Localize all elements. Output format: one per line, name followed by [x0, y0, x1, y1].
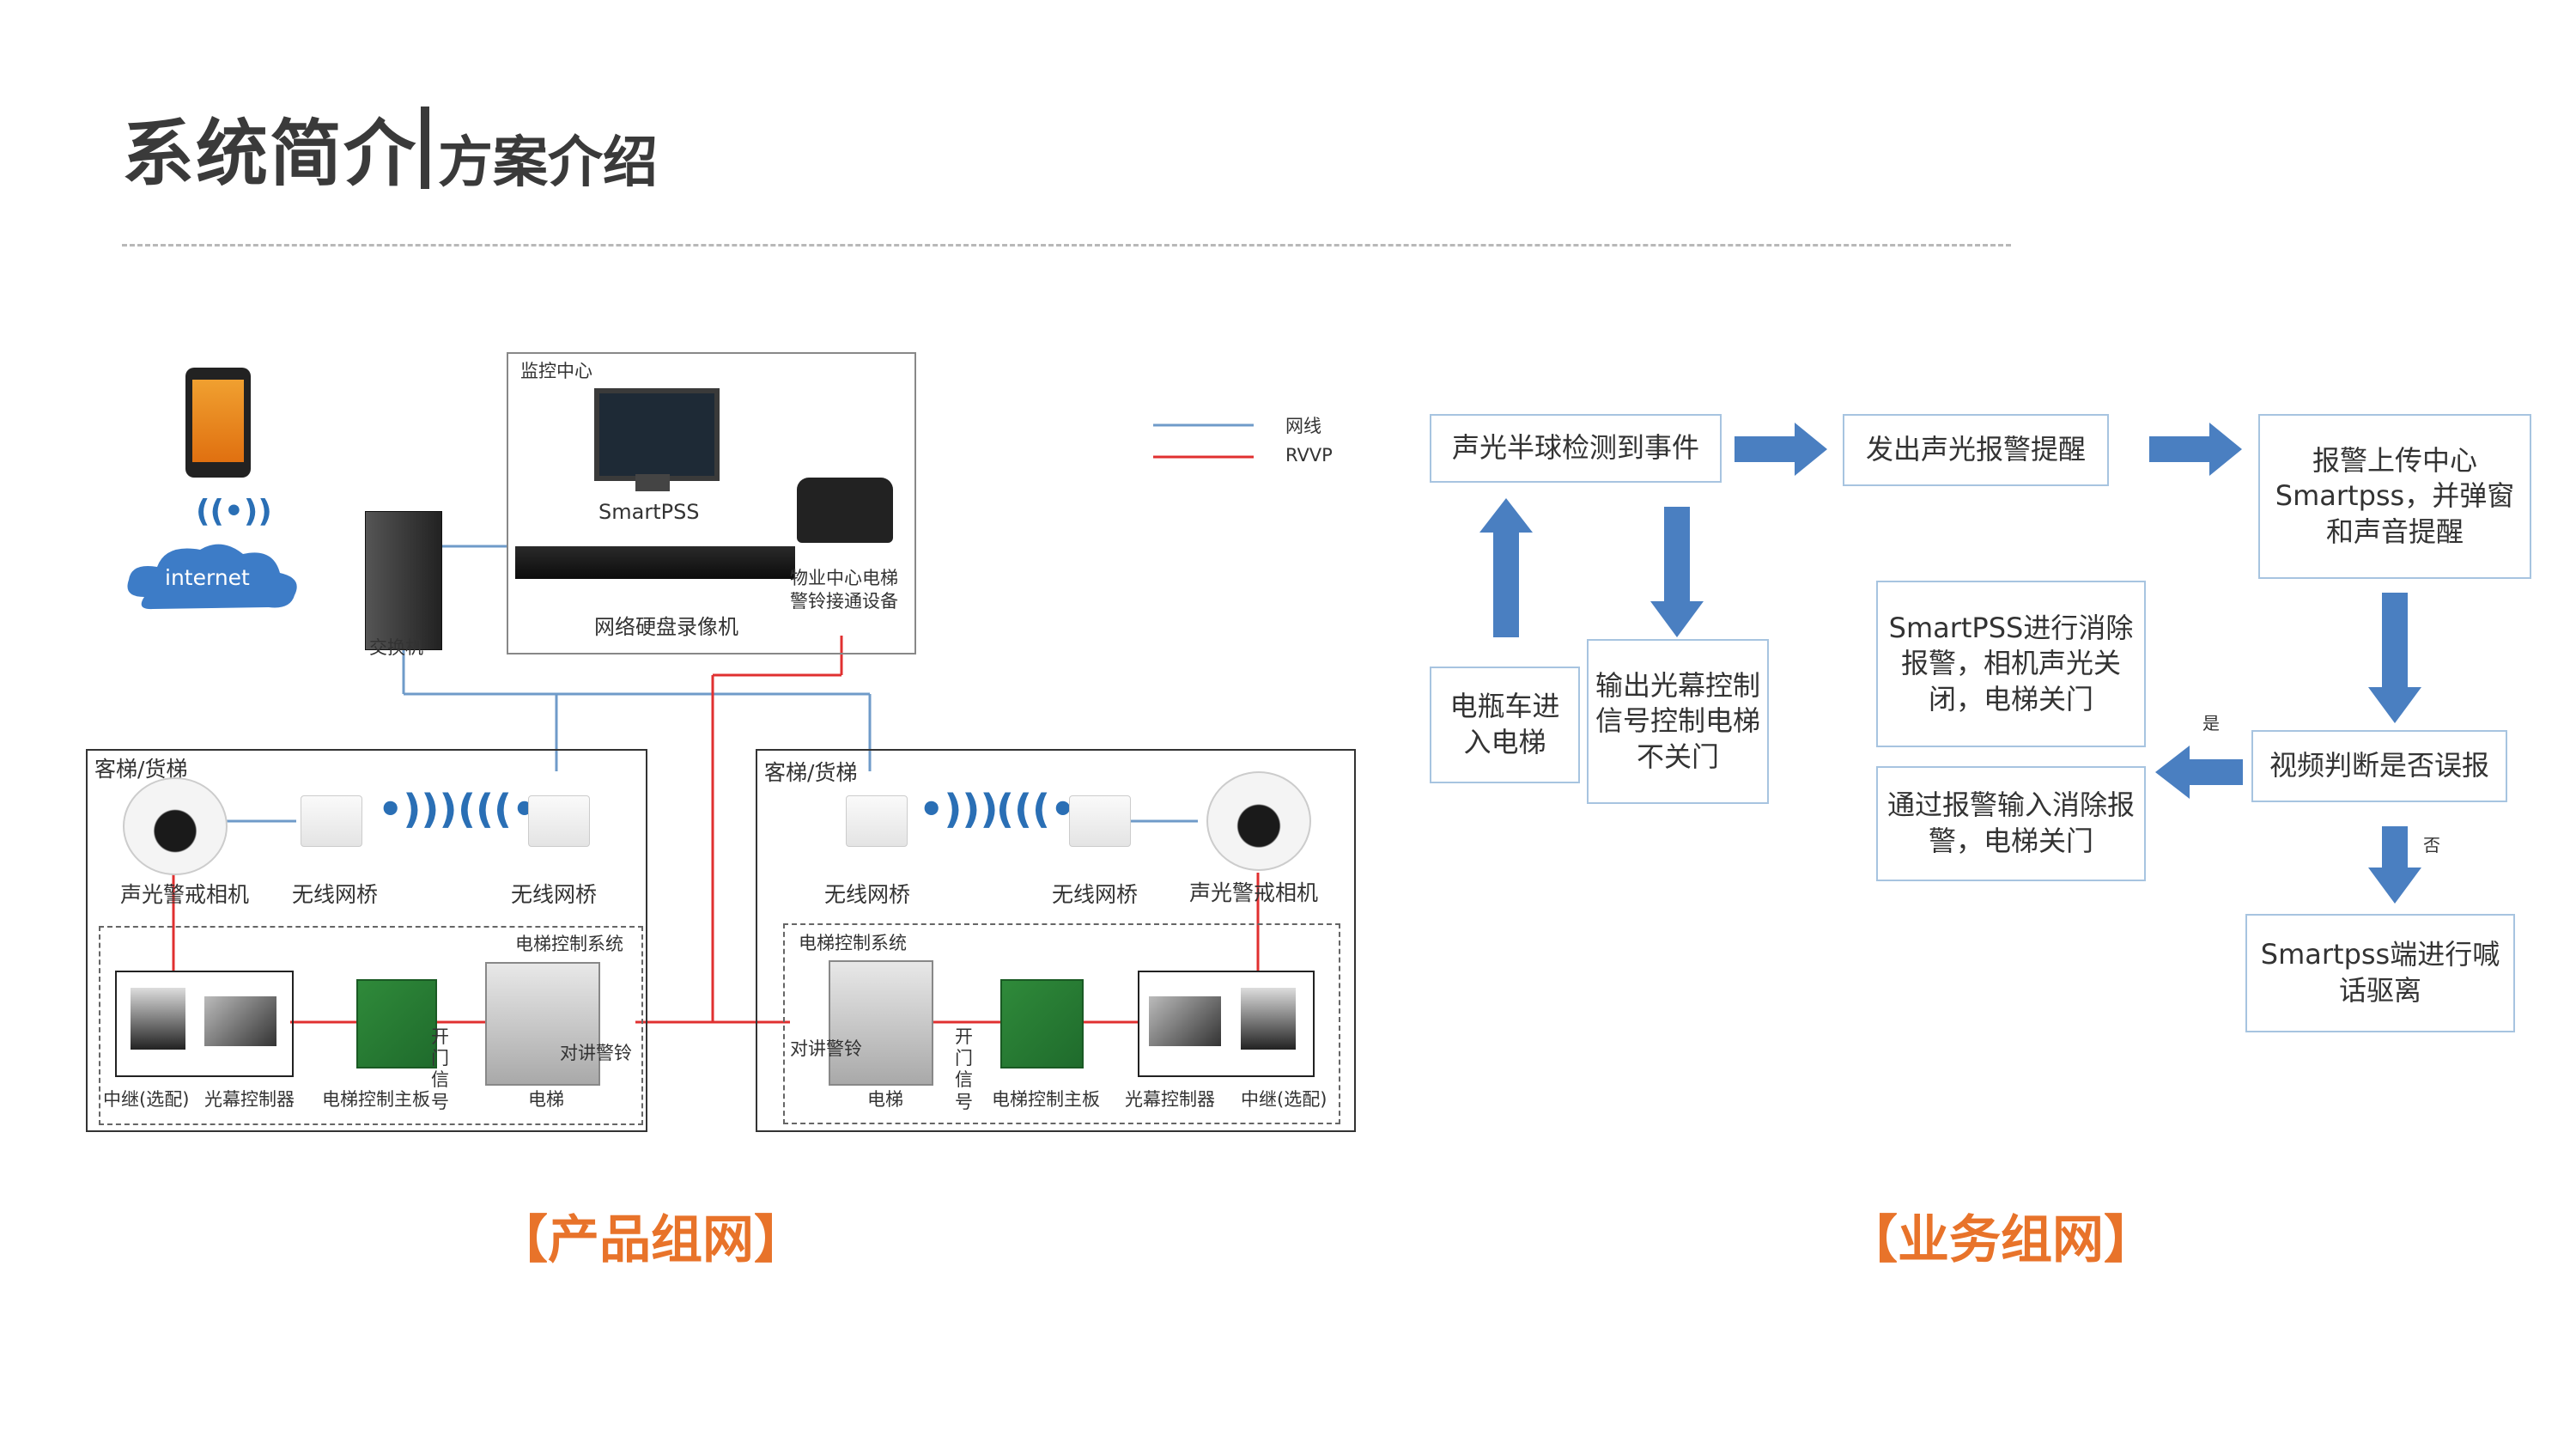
flow-detect-box: 声光半球检测到事件: [1430, 414, 1722, 483]
smartpss-label: SmartPSS: [598, 500, 700, 524]
right-board-label: 电梯控制主板: [992, 1089, 1100, 1110]
left-relay-icon: [131, 988, 185, 1050]
right-bridge2-label: 无线网桥: [1052, 882, 1139, 907]
right-light-curtain-icon: [1149, 996, 1221, 1046]
left-elevator-label: 电梯: [528, 1089, 564, 1110]
telephone-icon: [797, 478, 893, 543]
left-bridge1-icon: [301, 795, 362, 847]
right-elevator-label: 电梯: [867, 1089, 903, 1110]
right-relay-group: [1138, 971, 1315, 1077]
left-light-curtain-icon: [204, 996, 276, 1046]
wifi-icon: ((•)): [196, 494, 272, 529]
flow-shout-box: Smartpss端进行喊话驱离: [2245, 914, 2515, 1032]
right-bridge1-text: 无线网桥: [824, 882, 911, 907]
phone-label: 物业中心电梯警铃接通设备: [790, 568, 898, 612]
left-control-system-box: [99, 926, 643, 1125]
right-relay-icon: [1241, 988, 1296, 1050]
flow-no-label: 否: [2423, 835, 2440, 855]
left-camera-icon: [123, 777, 228, 875]
flow-ebike-box: 电瓶车进入电梯: [1430, 667, 1580, 783]
left-relay-group: [115, 971, 294, 1077]
left-wifi-out-icon: •))): [378, 786, 458, 832]
left-bridge2-label: 无线网桥: [511, 882, 598, 907]
internet-label: internet: [165, 565, 250, 590]
right-control-system-box: [783, 923, 1340, 1124]
right-intercom-label: 对讲警铃: [790, 1038, 862, 1059]
page-subtitle: 方案介绍: [438, 131, 658, 195]
left-camera-label: 声光警戒相机: [120, 882, 250, 907]
right-control-system-label: 电梯控制系统: [799, 933, 907, 953]
right-elevator-icon: [829, 960, 933, 1086]
right-wifi-in-icon: (((•: [996, 786, 1076, 832]
legend-network-label: 网线: [1285, 416, 1321, 436]
right-wifi-out-icon: •))): [919, 786, 999, 832]
control-center-label: 监控中心: [520, 361, 592, 381]
nvr-label: 网络硬盘录像机: [594, 615, 738, 639]
left-bridge1-label: 无线网桥: [292, 882, 379, 907]
right-camera-label: 声光警戒相机: [1189, 880, 1319, 905]
right-pcb-icon: [1000, 979, 1084, 1068]
right-door-signal-label: 开门信号: [955, 1026, 973, 1112]
right-light-curtain-label: 光幕控制器: [1125, 1089, 1215, 1110]
right-camera-icon: [1206, 771, 1311, 871]
left-pcb-icon: [356, 979, 437, 1068]
switch-label: 交换机: [369, 637, 423, 658]
flow-judge-box: 视频判断是否误报: [2251, 730, 2507, 802]
flow-alarm-box: 发出声光报警提醒: [1843, 414, 2109, 486]
header-dashed-line: [122, 244, 2011, 247]
left-light-curtain-label: 光幕控制器: [204, 1089, 295, 1110]
flow-smartpss-clear-box: SmartPSS进行消除报警，相机声光关闭，电梯关门: [1876, 581, 2146, 747]
switch-icon: [365, 511, 442, 650]
flow-upload-box: 报警上传中心Smartpss，并弹窗和声音提醒: [2258, 414, 2531, 579]
internet-cloud-icon: [127, 544, 297, 610]
left-elevator-icon: [485, 962, 600, 1086]
left-board-label: 电梯控制主板: [322, 1089, 430, 1110]
right-bridge1-icon: [846, 795, 908, 847]
right-shaft-label: 客梯/货梯: [764, 760, 858, 785]
monitor-icon: [594, 388, 720, 481]
title-divider: [421, 107, 429, 189]
left-relay-label: 中继(选配): [103, 1089, 190, 1110]
left-door-signal-label: 开门信号: [431, 1026, 449, 1112]
flow-alarm-input-box: 通过报警输入消除报警，电梯关门: [1876, 766, 2146, 881]
control-center-box: [507, 352, 916, 654]
nvr-icon: [515, 546, 795, 579]
monitor-stand: [635, 474, 670, 491]
legend-rvvp-label: RVVP: [1285, 445, 1333, 466]
left-control-system-label: 电梯控制系统: [515, 934, 623, 954]
right-shaft-box: [756, 749, 1356, 1132]
product-network-caption: 【产品组网】: [496, 1210, 805, 1270]
flow-output-box: 输出光幕控制信号控制电梯不关门: [1587, 639, 1769, 804]
flow-yes-label: 是: [2202, 713, 2220, 734]
left-shaft-box: [86, 749, 647, 1132]
page-title: 系统简介: [122, 112, 418, 196]
business-network-caption: 【业务组网】: [1846, 1210, 2155, 1270]
left-wifi-in-icon: (((•: [458, 786, 538, 832]
right-bridge2-icon: [1069, 795, 1131, 847]
right-relay-label: 中继(选配): [1241, 1089, 1327, 1110]
mobile-phone-icon: [185, 368, 251, 478]
left-bridge2-icon: [528, 795, 590, 847]
left-intercom-label: 对讲警铃: [560, 1043, 632, 1063]
